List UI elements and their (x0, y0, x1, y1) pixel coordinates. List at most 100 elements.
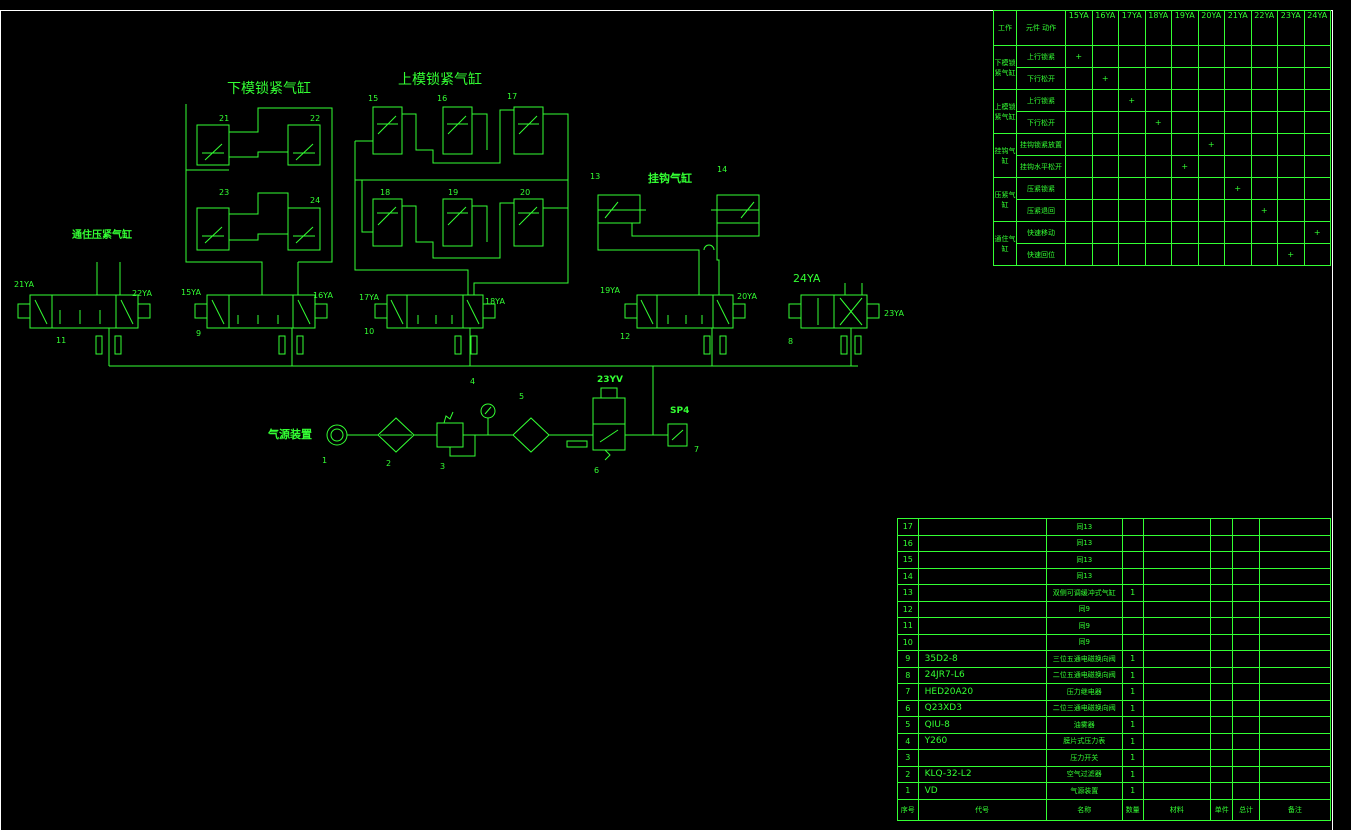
action-mark-cell: + (1171, 155, 1199, 178)
action-mark-cell (1065, 243, 1093, 266)
air-source-title: 气源装置 (267, 427, 312, 441)
part-weight-cell (1209, 551, 1234, 569)
side-press-title: 通住压紧气缸 (72, 228, 132, 241)
action-row: 挂钩水平松开+ (994, 155, 1331, 178)
part-material-cell (1142, 534, 1211, 552)
part-name-cell: 同13 (1045, 534, 1123, 552)
column-header: 15YA (1065, 10, 1093, 46)
action-mark-cell (1144, 67, 1172, 90)
action-mark-cell (1171, 199, 1199, 222)
part-name-cell: 同13 (1045, 567, 1123, 585)
part-qty-cell: 1 (1121, 683, 1144, 701)
part-code-cell (917, 633, 1047, 651)
valve-9 (194, 294, 328, 355)
action-mark-cell (1224, 243, 1252, 266)
column-header: 18YA (1144, 10, 1172, 46)
action-mark-cell (1091, 177, 1119, 200)
part-number-cell: 1 (897, 782, 919, 800)
part-weight-cell (1209, 732, 1234, 750)
action-row: 下行松开+ (994, 111, 1331, 134)
part-material-cell (1142, 699, 1211, 717)
cyl-23-label: 23 (219, 188, 229, 197)
action-mark-cell (1144, 177, 1172, 200)
part-name-cell: 二位五通电磁换向阀 (1045, 666, 1123, 684)
part-qty-cell (1121, 600, 1144, 618)
action-mark-cell (1224, 133, 1252, 156)
part-total-cell (1232, 551, 1260, 569)
part-name-cell: 同9 (1045, 600, 1123, 618)
part-material-cell (1142, 551, 1211, 569)
header-remark: 备注 (1258, 798, 1332, 821)
part-material-cell (1142, 567, 1211, 585)
header-total: 总计 (1232, 798, 1260, 821)
part-total-cell (1232, 732, 1260, 750)
action-mark-cell (1171, 89, 1199, 112)
valve-12 (624, 294, 746, 355)
part-code-cell (917, 534, 1047, 552)
action-mark-cell (1277, 221, 1305, 244)
action-mark-cell (1118, 155, 1146, 178)
action-mark-cell (1091, 243, 1119, 266)
part-total-cell (1232, 617, 1260, 635)
cyl-14-label: 14 (717, 165, 727, 174)
ya18-label: 18YA (485, 297, 505, 306)
action-mark-cell (1250, 155, 1278, 178)
action-mark-cell (1171, 67, 1199, 90)
action-mark-cell (1197, 155, 1225, 178)
action-mark-cell (1144, 199, 1172, 222)
part-remark-cell (1258, 732, 1332, 750)
action-mark-cell (1091, 133, 1119, 156)
part-total-cell (1232, 716, 1260, 734)
part-total-cell (1232, 782, 1260, 800)
part-material-cell (1142, 584, 1211, 602)
header-no: 序号 (897, 798, 919, 821)
action-mark-cell (1303, 155, 1331, 178)
action-mark-cell (1250, 45, 1278, 68)
part-number-cell: 7 (897, 683, 919, 701)
part-weight-cell (1209, 600, 1234, 618)
part-remark-cell (1258, 551, 1332, 569)
part-total-cell (1232, 633, 1260, 651)
action-mark-cell (1250, 89, 1278, 112)
action-mark-cell (1197, 177, 1225, 200)
cyl-21-label: 21 (219, 114, 229, 123)
action-mark-cell (1224, 111, 1252, 134)
action-mark-cell: + (1091, 67, 1119, 90)
part-number-cell: 8 (897, 666, 919, 684)
part-weight-cell (1209, 518, 1234, 536)
column-header: 20YA (1197, 10, 1225, 46)
action-mark-cell (1197, 199, 1225, 222)
part-total-cell (1232, 765, 1260, 783)
num-8-label: 8 (788, 337, 793, 346)
action-row: 压紧退回+ (994, 199, 1331, 222)
action-mark-cell (1303, 111, 1331, 134)
action-row: 上模锁紧气缸上行锁紧+ (993, 89, 1331, 134)
action-mark-cell (1277, 199, 1305, 222)
action-mark-cell (1277, 155, 1305, 178)
action-mark-cell (1197, 45, 1225, 68)
part-name-cell: 压力继电器 (1045, 683, 1123, 701)
part-code-cell: HED20A20 (917, 683, 1047, 701)
part-qty-cell (1121, 567, 1144, 585)
ya15-label: 15YA (181, 288, 201, 297)
part-code-cell (917, 600, 1047, 618)
part-weight-cell (1209, 699, 1234, 717)
part-number-cell: 5 (897, 716, 919, 734)
valve-8 (788, 283, 880, 355)
action-name-cell: 快速回位 (1016, 243, 1066, 266)
action-mark-cell (1277, 67, 1305, 90)
action-mark-cell (1171, 111, 1199, 134)
column-header: 22YA (1250, 10, 1278, 46)
action-name-cell: 上行锁紧 (1016, 89, 1066, 112)
part-weight-cell (1209, 534, 1234, 552)
part-qty-cell: 1 (1121, 584, 1144, 602)
action-mark-cell (1065, 155, 1093, 178)
action-name-cell: 挂钩锁紧放置 (1016, 133, 1066, 156)
part-qty-cell: 1 (1121, 650, 1144, 668)
part-total-cell (1232, 567, 1260, 585)
